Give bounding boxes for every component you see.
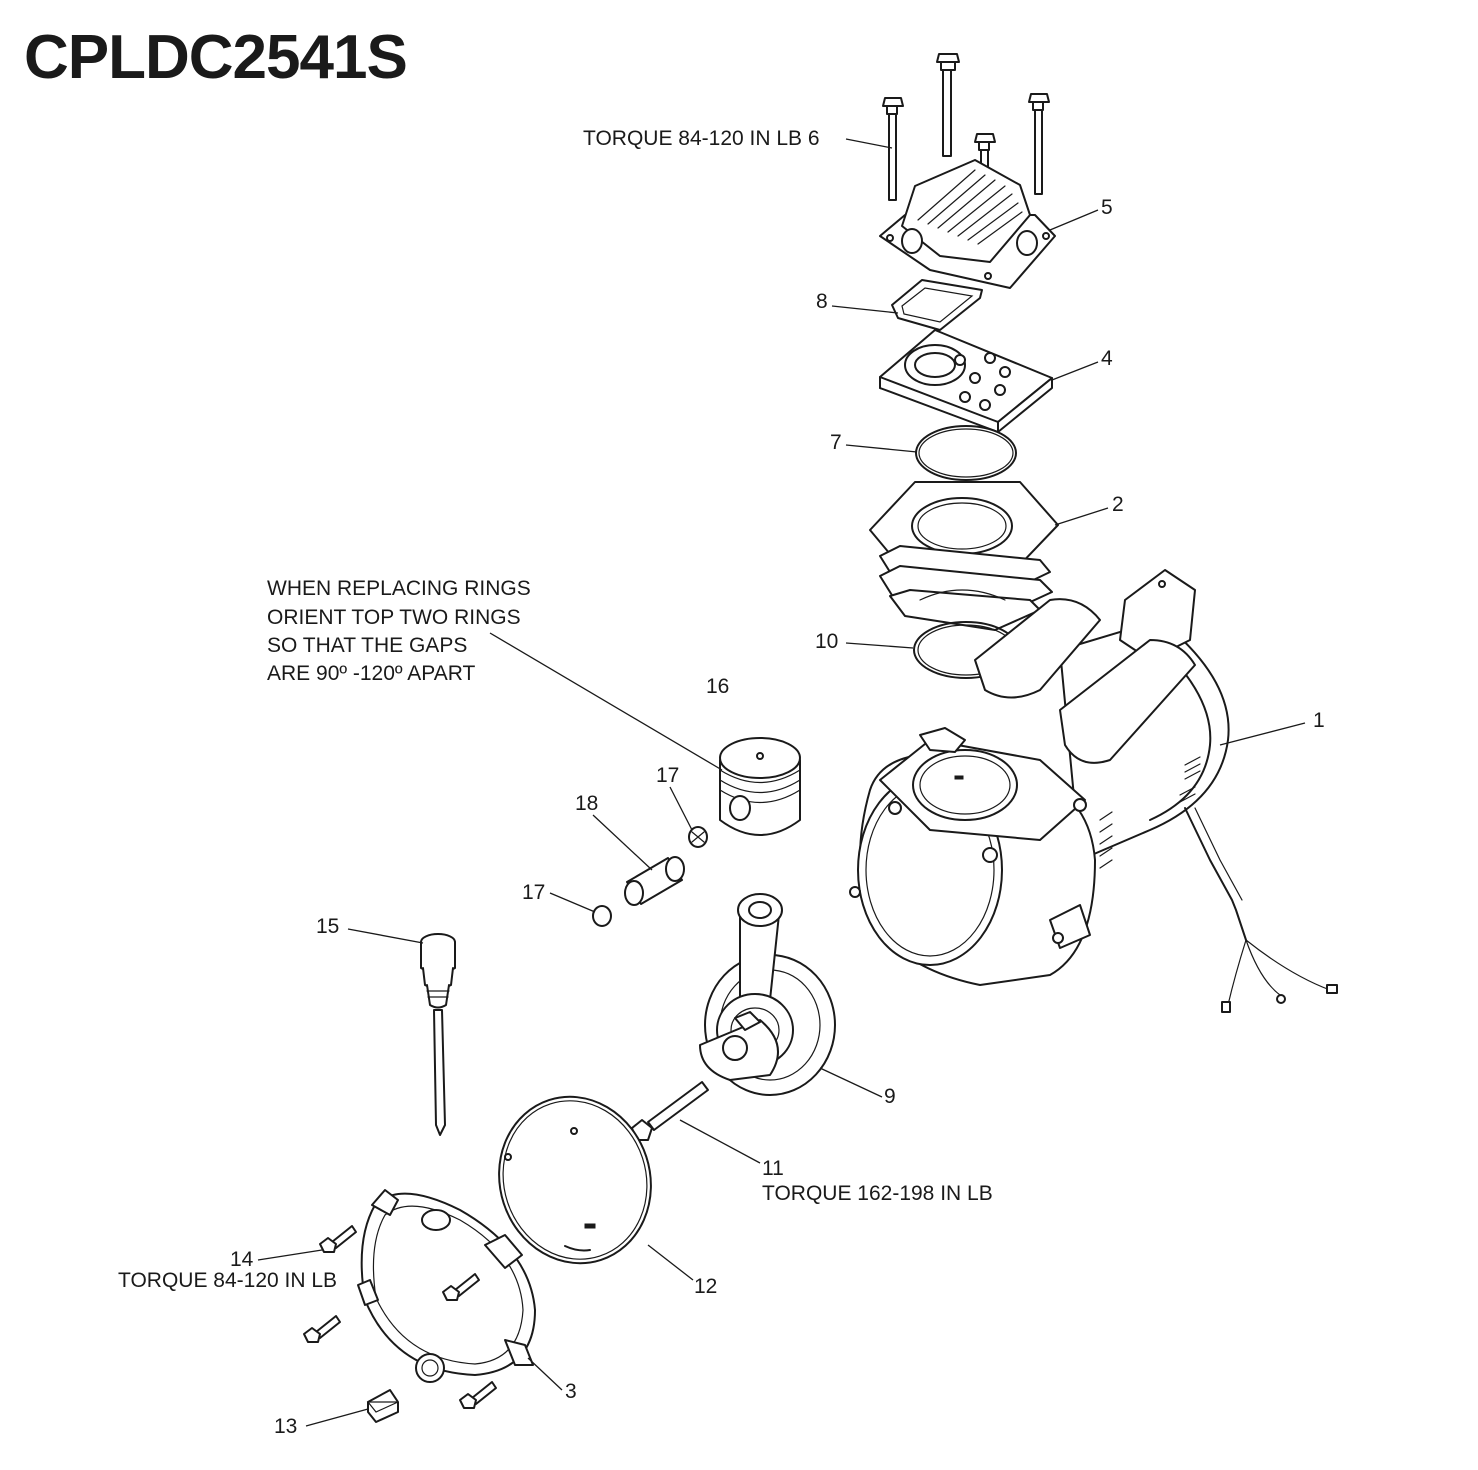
part-3-crankcase-cover — [357, 1189, 536, 1383]
part-14-cover-bolts — [303, 1225, 497, 1409]
callout-13: 13 — [274, 1415, 297, 1438]
callout-3: 3 — [565, 1380, 577, 1403]
notes: TORQUE 84-120 IN LB 6 TORQUE 162-198 IN … — [118, 127, 993, 1292]
callout-1: 1 — [1313, 709, 1325, 732]
model-title: CPLDC2541S — [24, 23, 407, 92]
callout-8: 8 — [816, 290, 828, 313]
part-11-bolt — [631, 1081, 709, 1141]
callout-numbers: 1 2 3 4 5 7 8 9 10 11 12 13 14 15 16 17 … — [230, 196, 1325, 1438]
part-13-plug — [366, 1389, 399, 1423]
callout-5: 5 — [1101, 196, 1113, 219]
callout-9: 9 — [884, 1085, 896, 1108]
callout-12: 12 — [694, 1275, 717, 1298]
callout-10: 10 — [815, 630, 838, 653]
note-rings-line-3: SO THAT THE GAPS — [267, 634, 467, 657]
part-15-dipstick — [420, 933, 456, 1136]
note-torque-cover-bolts: TORQUE 84-120 IN LB — [118, 1269, 337, 1292]
note-rings-line-2: ORIENT TOP TWO RINGS — [267, 606, 521, 629]
callout-18: 18 — [575, 792, 598, 815]
part-5-cylinder-head — [879, 159, 1056, 289]
callout-17-lower: 17 — [522, 881, 545, 904]
part-18-wrist-pin — [624, 856, 685, 906]
part-8-head-gasket — [891, 279, 983, 331]
leader-lines — [257, 138, 1306, 1427]
callout-14: 14 — [230, 1248, 254, 1271]
note-rings-line-4: ARE 90º -120º APART — [267, 662, 476, 685]
part-9-crankshaft-rod — [699, 893, 836, 1096]
note-rings-line-1: WHEN REPLACING RINGS — [267, 577, 531, 600]
callout-7: 7 — [830, 431, 842, 454]
part-17-wrist-pin-clips — [592, 826, 708, 927]
part-4-valve-plate — [879, 329, 1053, 433]
part-2-cylinder — [869, 481, 1059, 631]
part-12-cover-gasket — [498, 1095, 652, 1265]
part-16-piston — [719, 737, 801, 836]
callout-4: 4 — [1101, 347, 1113, 370]
part-1-motor-crankcase — [849, 569, 1338, 1013]
callout-11: 11 — [762, 1157, 784, 1180]
note-torque-head-bolts: TORQUE 84-120 IN LB 6 — [583, 127, 820, 150]
callout-15: 15 — [316, 915, 339, 938]
callout-2: 2 — [1112, 493, 1124, 516]
callout-16: 16 — [706, 675, 729, 698]
part-7-o-ring — [915, 425, 1017, 481]
callout-17-upper: 17 — [656, 764, 679, 787]
note-torque-rod-bolt: TORQUE 162-198 IN LB — [762, 1182, 993, 1205]
